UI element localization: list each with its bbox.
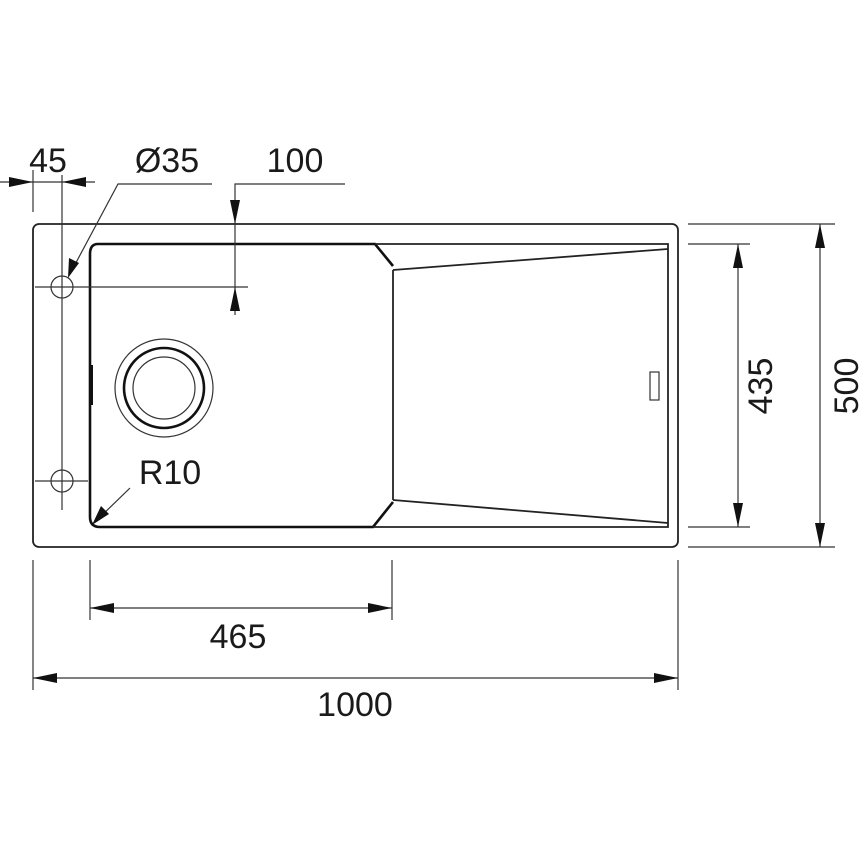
svg-text:435: 435 <box>742 358 780 415</box>
dimension-1000: 1000 <box>32 560 679 724</box>
svg-text:100: 100 <box>267 142 324 180</box>
drainer-outline <box>373 243 669 528</box>
svg-text:R10: R10 <box>139 454 201 492</box>
drainer-slot <box>649 371 660 401</box>
svg-text:500: 500 <box>828 358 860 415</box>
svg-text:1000: 1000 <box>317 686 393 724</box>
sink-outer-outline <box>32 223 679 548</box>
dimension-r10: R10 <box>92 454 201 525</box>
dimension-100: 100 <box>230 142 345 315</box>
dimension-500: 500 <box>688 223 860 548</box>
dimension-465: 465 <box>89 560 393 656</box>
dimension-45: 45 <box>0 142 95 212</box>
svg-text:45: 45 <box>29 142 67 180</box>
svg-text:465: 465 <box>210 618 267 656</box>
dimension-435: 435 <box>688 243 780 528</box>
svg-text:Ø35: Ø35 <box>135 142 199 180</box>
drain-waste <box>114 338 214 438</box>
drainer-groove <box>392 248 669 524</box>
dimension-diameter-35: Ø35 <box>68 142 212 278</box>
